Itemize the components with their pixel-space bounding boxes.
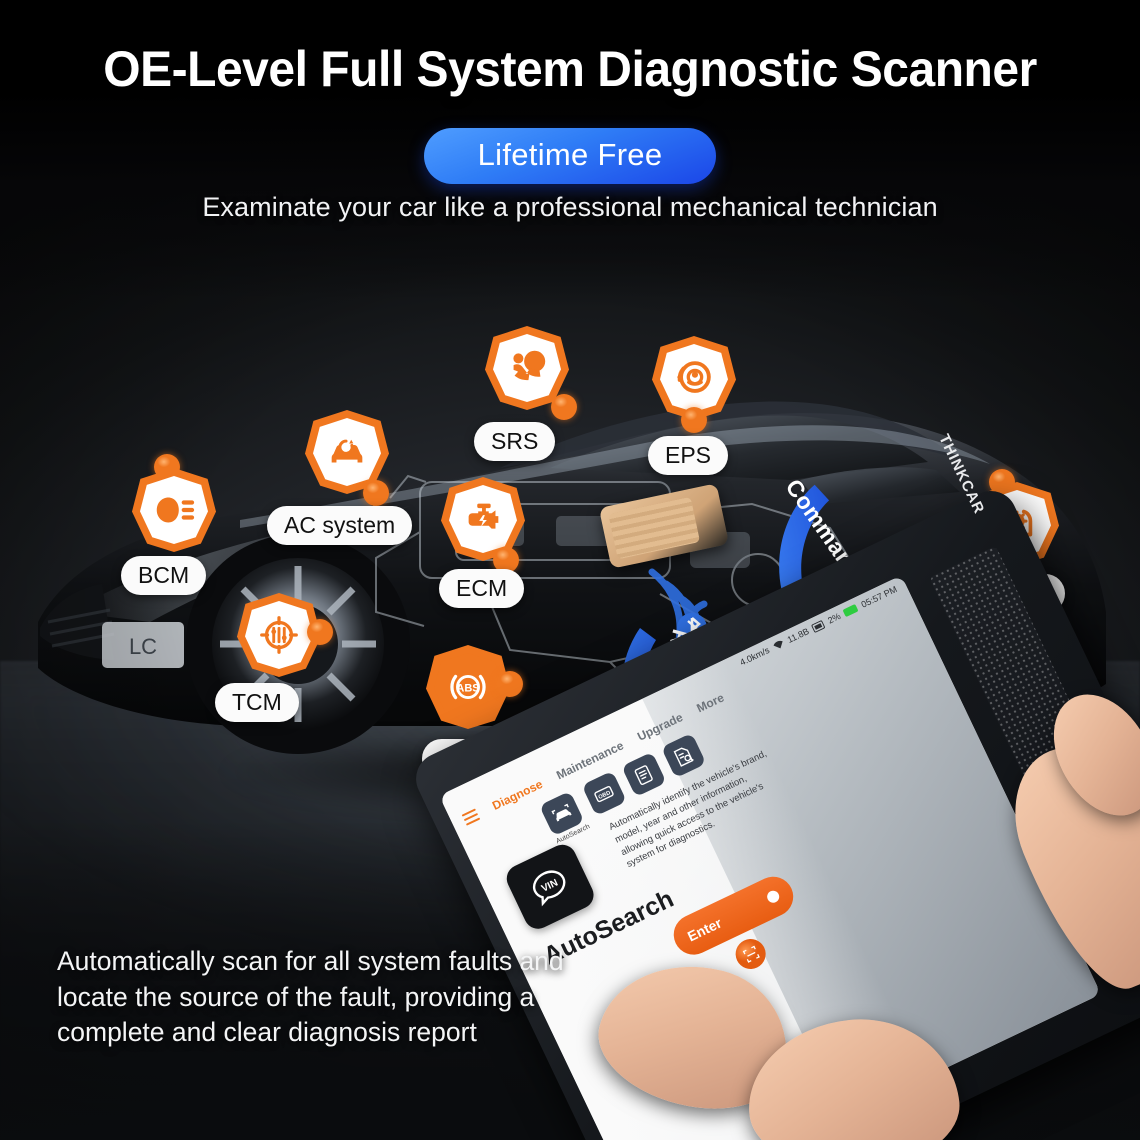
hex-inner (313, 418, 381, 486)
badge-container: Lifetime Free (0, 128, 1140, 185)
hex-frame (305, 410, 389, 494)
status-data: 11.8B (785, 626, 811, 645)
page-title: OE-Level Full System Diagnostic Scanner (103, 41, 1037, 97)
hotspot-ac-system[interactable]: AC system (267, 410, 413, 546)
hex-inner (660, 344, 728, 412)
status-bar: 4.0km/s 11.8B 2% 05:57 PM (439, 575, 910, 813)
headlight-icon (156, 497, 195, 523)
hotspot-label: EPS (648, 436, 729, 476)
check-engine-icon (468, 503, 499, 529)
wifi-icon (773, 640, 783, 649)
footer-copy: Automatically scan for all system faults… (57, 946, 564, 1047)
enter-label: Enter (684, 914, 725, 945)
tablet-screen[interactable]: 4.0km/s 11.8B 2% 05:57 PM Diagnose Maint… (439, 575, 1102, 1140)
hotspot-ecm[interactable]: ECM (439, 477, 525, 609)
hex-inner (449, 485, 517, 553)
hex-inner: ABS (434, 653, 502, 721)
airbag-icon (513, 350, 546, 381)
pin-dot (307, 619, 333, 645)
sim-icon (811, 619, 826, 632)
hotspot-label: SRS (474, 422, 556, 462)
car-scan-icon (550, 803, 571, 822)
scan-mini-button[interactable] (730, 934, 771, 974)
svg-text:LC: LC (129, 634, 157, 659)
tile-autosearch-wrap[interactable]: AutoSearch (539, 790, 591, 845)
hex-frame (441, 477, 525, 561)
tile-autosearch[interactable] (539, 790, 585, 837)
pin-dot (681, 407, 707, 433)
battery-icon (842, 603, 859, 617)
hotspot-label: AC system (267, 506, 413, 546)
status-battery-pct: 2% (826, 611, 843, 626)
hotspot-abs[interactable]: ABS ABS (422, 645, 523, 779)
enter-indicator (765, 888, 782, 905)
tablet-device[interactable]: THINKCAR 4.0km/s 11.8B 2% 05:57 PM (407, 432, 1140, 1140)
hex-frame (652, 336, 736, 420)
feature-tile-row[interactable]: AutoSearch OBD (539, 733, 710, 845)
pin-dot (497, 671, 523, 697)
hex-frame: ABS (426, 645, 510, 729)
lifetime-free-badge: Lifetime Free (423, 128, 717, 185)
hotspot-srs[interactable]: SRS (474, 326, 577, 462)
hotspot-label: TCM (215, 683, 299, 723)
page-subtitle: Examinate your car like a professional m… (202, 192, 938, 222)
tile-document-search[interactable] (660, 733, 706, 779)
vin-scan-icon: VIN (532, 870, 566, 907)
vin-button[interactable]: VIN (502, 840, 599, 934)
document-search-icon (673, 747, 694, 767)
obd-icon: OBD (594, 785, 614, 802)
svg-text:OBD: OBD (598, 790, 612, 801)
pin-dot (551, 394, 577, 420)
svg-text:VIN: VIN (540, 878, 560, 895)
hotspot-label: BCM (121, 556, 207, 596)
tile-obd[interactable]: OBD (581, 770, 627, 817)
hex-frame (485, 326, 569, 410)
steering-wheel-icon (676, 361, 711, 393)
hotspot-bcm[interactable]: BCM (121, 454, 216, 596)
pin-dot (493, 547, 519, 573)
svg-text:ABS: ABS (456, 682, 479, 694)
abs-brake-icon: ABS (450, 674, 486, 700)
scan-icon (742, 945, 760, 963)
hex-inner (140, 476, 208, 544)
hotspot-tcm[interactable]: TCM (215, 593, 333, 723)
tile-report[interactable] (620, 751, 667, 798)
transmission-gauge-icon (260, 616, 298, 654)
hotspot-label: ECM (439, 569, 525, 609)
hotspot-eps[interactable]: EPS (648, 336, 736, 476)
ac-car-icon (331, 439, 363, 463)
hex-frame (132, 468, 216, 552)
pin-dot (363, 480, 389, 506)
hex-inner (493, 334, 561, 402)
hex-inner (245, 601, 313, 669)
report-icon (634, 764, 653, 785)
